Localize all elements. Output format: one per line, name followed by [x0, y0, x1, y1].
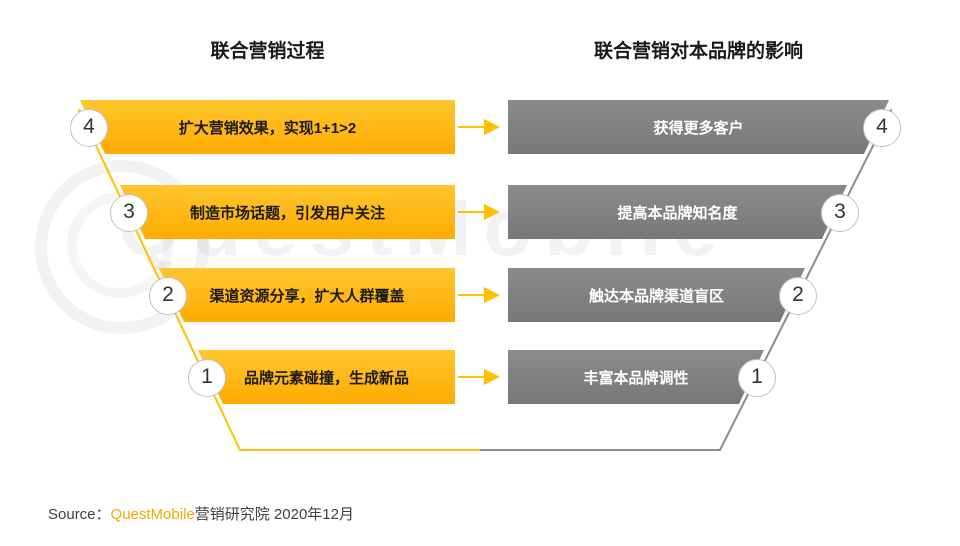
source-line: Source：QuestMobile营销研究院 2020年12月	[48, 503, 354, 524]
source-suffix: 营销研究院 2020年12月	[194, 506, 354, 523]
step-number-badge: 4	[70, 109, 108, 147]
process-step-box: 品牌元素碰撞，生成新品	[198, 350, 455, 404]
process-step-box: 渠道资源分享，扩大人群覆盖	[159, 268, 455, 322]
impact-column-header: 联合营销对本品牌的影响	[593, 41, 803, 62]
step-number-badge: 2	[149, 277, 187, 315]
impact-number-badge: 1	[738, 359, 776, 397]
impact-number-badge: 2	[779, 277, 817, 315]
impact-number-badge: 3	[821, 194, 859, 232]
impact-box: 提高本品牌知名度	[508, 185, 847, 239]
step-number-badge: 3	[110, 194, 148, 232]
impact-number-badge: 4	[863, 109, 901, 147]
source-brand: QuestMobile	[110, 506, 195, 523]
process-column-header: 联合营销过程	[210, 41, 325, 62]
process-step-box: 制造市场话题，引发用户关注	[120, 185, 455, 239]
step-number-badge: 1	[188, 359, 226, 397]
source-prefix: Source：	[48, 506, 111, 523]
impact-box: 丰富本品牌调性	[508, 350, 764, 404]
impact-box: 获得更多客户	[508, 100, 889, 154]
impact-box: 触达本品牌渠道盲区	[508, 268, 805, 322]
process-step-box: 扩大营销效果，实现1+1>2	[80, 100, 455, 154]
